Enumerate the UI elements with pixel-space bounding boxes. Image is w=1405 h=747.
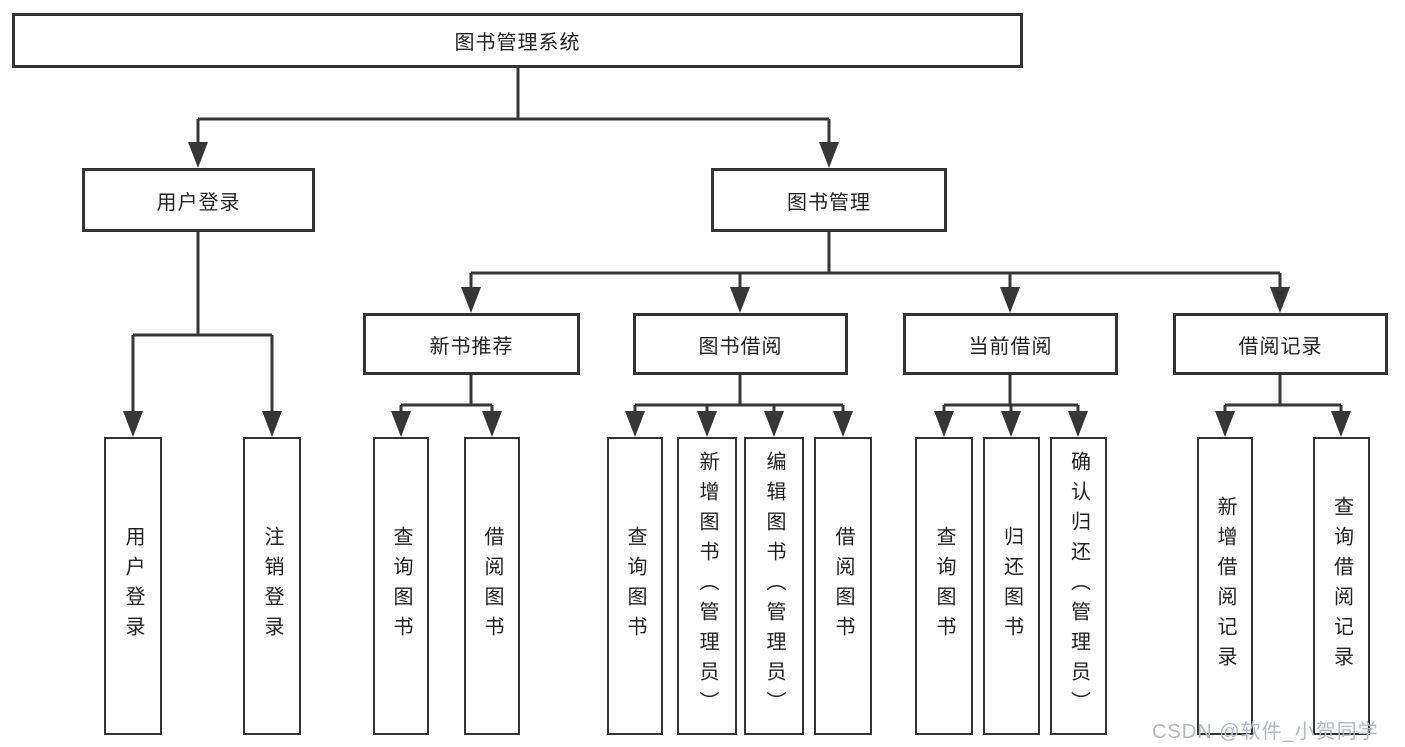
- leaf-query-books-recommend: 查询图书: [373, 437, 429, 735]
- leaf-add-borrow-record: 新增借阅记录: [1197, 437, 1253, 735]
- watermark: CSDN @软件_小贺同学: [1152, 721, 1379, 743]
- leaf-logout: 注销登录: [243, 437, 301, 735]
- leaf-borrow-books: 借阅图书: [814, 437, 872, 735]
- node-user-login: 用户登录: [82, 168, 315, 232]
- node-current-borrow: 当前借阅: [903, 313, 1118, 375]
- leaf-return-books: 归还图书: [983, 437, 1040, 735]
- leaf-add-books-admin: 新增图书（管理员）: [677, 437, 737, 735]
- node-borrow-records: 借阅记录: [1173, 313, 1388, 375]
- leaf-edit-books-admin: 编辑图书（管理员）: [744, 437, 804, 735]
- leaf-user-login: 用户登录: [104, 437, 162, 735]
- node-library-management-system: 图书管理系统: [12, 13, 1023, 68]
- leaf-query-borrow-record: 查询借阅记录: [1313, 437, 1370, 735]
- leaf-query-books-current: 查询图书: [915, 437, 973, 735]
- leaf-confirm-return-admin: 确认归还（管理员）: [1050, 437, 1107, 735]
- leaf-borrow-books-recommend: 借阅图书: [464, 437, 520, 735]
- leaf-query-books-borrow: 查询图书: [607, 437, 663, 735]
- arrowheads: [123, 142, 1351, 437]
- node-book-management: 图书管理: [711, 168, 947, 232]
- node-book-borrow: 图书借阅: [633, 313, 848, 375]
- node-new-book-recommend: 新书推荐: [363, 313, 580, 375]
